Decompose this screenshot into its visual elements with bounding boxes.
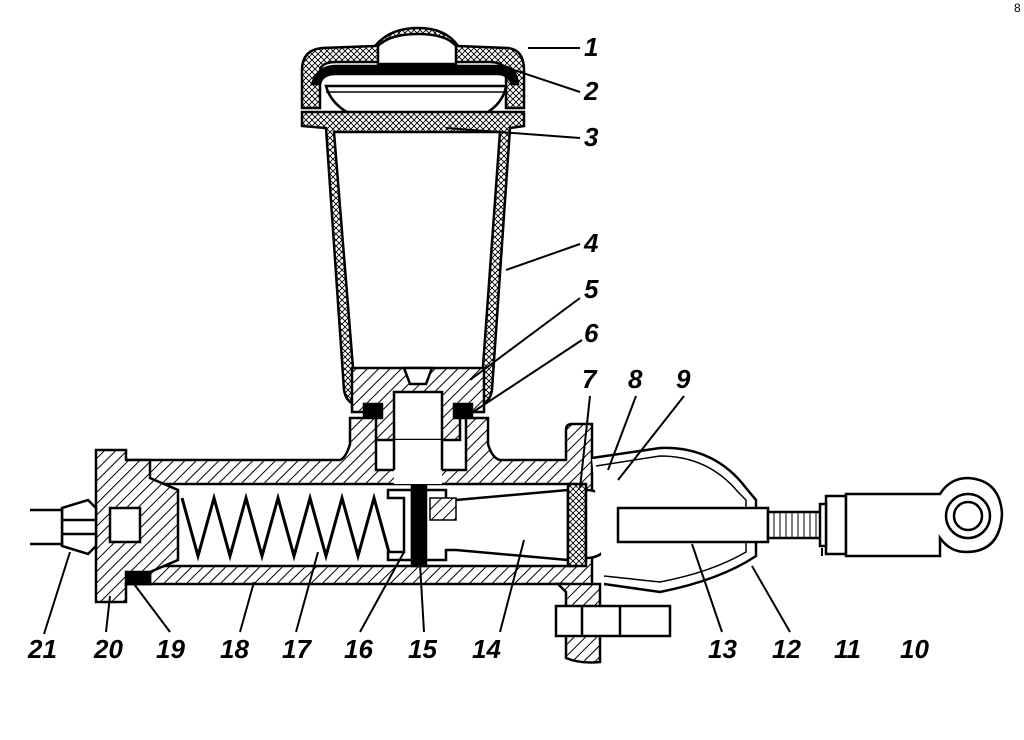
cylinder-body	[30, 416, 672, 664]
callout-6: 6	[584, 318, 599, 348]
callout-15: 15	[408, 634, 437, 664]
outlet-pipe	[30, 508, 64, 546]
callout-21: 21	[27, 634, 57, 664]
callout-11: 11	[834, 634, 861, 664]
reservoir	[300, 26, 526, 442]
callout-5: 5	[584, 274, 599, 304]
callout-2: 2	[583, 76, 599, 106]
page-mark: 8	[1014, 1, 1021, 15]
callout-16: 16	[344, 634, 373, 664]
callout-9: 9	[676, 364, 691, 394]
rod-seal	[566, 482, 588, 568]
piston-cup	[410, 484, 428, 568]
callout-17: 17	[282, 634, 312, 664]
callout-4: 4	[583, 228, 599, 258]
threaded-end	[766, 510, 826, 540]
locknut	[824, 494, 848, 556]
end-seal	[124, 570, 152, 586]
callout-18: 18	[220, 634, 249, 664]
reservoir-seal	[452, 402, 474, 420]
callout-3: 3	[584, 122, 599, 152]
callout-19: 19	[156, 634, 185, 664]
callout-14: 14	[472, 634, 501, 664]
callout-1: 1	[584, 32, 598, 62]
pushrod-assembly	[591, 446, 1004, 594]
callout-13: 13	[708, 634, 737, 664]
reservoir-cap	[300, 26, 526, 110]
callout-7: 7	[582, 364, 598, 394]
cap-gasket	[310, 64, 520, 86]
callout-20: 20	[93, 634, 123, 664]
leader-lines	[43, 47, 823, 635]
outlet-nut	[60, 498, 98, 556]
callout-12: 12	[772, 634, 801, 664]
return-spring	[180, 492, 392, 562]
pushrod	[616, 506, 770, 544]
callout-10: 10	[900, 634, 929, 664]
callout-8: 8	[628, 364, 643, 394]
callout-labels: 1 2 3 4 5 6 7 8 9 10 11 12 13 14 15 16 1…	[27, 32, 929, 664]
mounting-bolt	[554, 604, 672, 638]
